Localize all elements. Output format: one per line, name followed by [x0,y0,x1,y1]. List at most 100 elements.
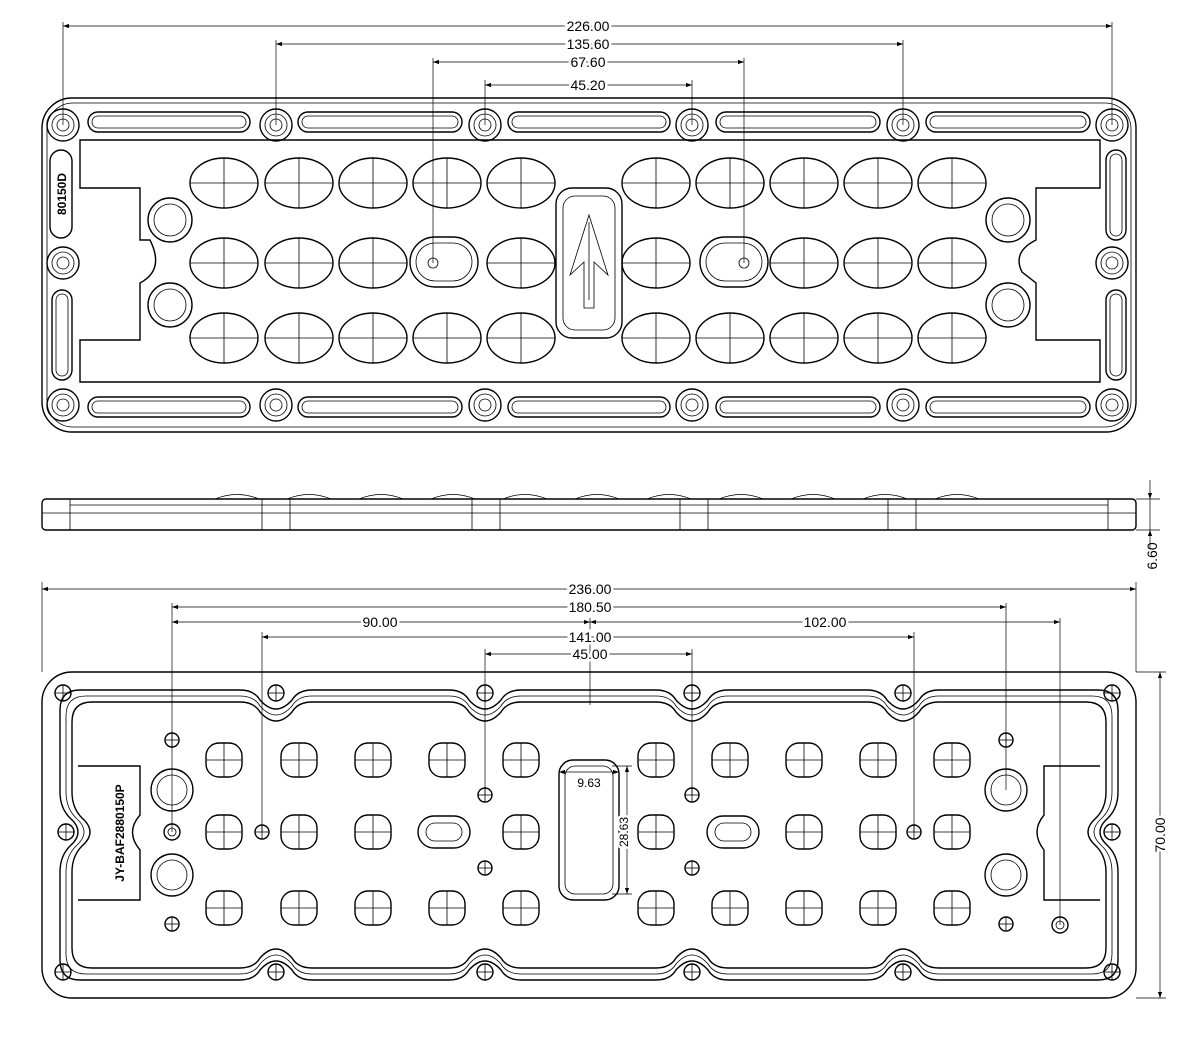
mounting-hole [1095,246,1129,280]
lens [769,237,839,289]
slot [1105,149,1127,241]
slot [925,111,1091,133]
lens [843,157,913,209]
slot [87,396,251,418]
mounting-hole [57,823,75,841]
lens [917,157,987,209]
lens [621,157,691,209]
lens [711,742,749,778]
side-dimension: 6.60 [1136,480,1160,570]
dim-28-63: 28.63 [617,817,631,847]
lens [637,742,675,778]
slot [297,396,463,418]
lens [264,237,334,289]
small-hole [998,916,1014,932]
mounting-hole [1103,684,1121,702]
lens [354,742,392,778]
lens [205,890,243,926]
bottom-dimensions: 236.00 180.50 90.00 102.00 141.00 45.00 … [41,579,1171,999]
bottom-view: JY-BAF2880150P [41,671,1137,999]
lens [933,814,971,850]
lens [695,312,765,364]
lens [428,742,466,778]
lens-profile [358,494,404,500]
bottom-screw-bosses [417,815,760,849]
lens [637,814,675,850]
lens-profile [430,494,476,500]
dim-180: 180.50 [569,599,612,615]
dim-135: 135.60 [567,36,610,52]
top-view: 80150D [41,97,1137,433]
mounting-hole [54,684,72,702]
lens [354,814,392,850]
lens [785,890,823,926]
lens [486,157,556,209]
lens [621,237,691,289]
lens [264,312,334,364]
slot [715,396,881,418]
dim-70: 70.00 [1152,817,1168,852]
lens [859,742,897,778]
lens [189,157,259,209]
lens [695,157,765,209]
lens [917,237,987,289]
lens [280,814,318,850]
top-dimensions: 226.00 135.60 67.60 45.20 [62,16,1113,263]
lens [189,237,259,289]
top-lens-array [189,157,987,364]
dim-141: 141.00 [569,629,612,645]
lens [205,814,243,850]
mounting-hole [267,963,285,981]
lens-profile [718,494,764,500]
small-hole [164,916,180,932]
lens [859,814,897,850]
lens [917,312,987,364]
direction-arrow-icon [555,187,623,339]
top-locating-bosses [147,197,1031,328]
lens [486,237,556,289]
lens [859,890,897,926]
lens [769,157,839,209]
dim-9-63: 9.63 [577,776,601,790]
gasket-outline [65,695,1113,975]
lens [637,890,675,926]
slot [51,289,73,381]
lens [769,312,839,364]
lens [338,157,408,209]
dim-67: 67.60 [570,54,605,70]
lens [933,890,971,926]
lens-profile [790,494,836,500]
lens [412,312,482,364]
lens [711,890,749,926]
bottom-engraving: JY-BAF2880150P [113,784,127,881]
lens [785,814,823,850]
lens-profile [646,494,692,500]
slot [925,396,1091,418]
svg-text:80150D: 80150D [55,173,69,215]
mounting-hole [1103,823,1121,841]
dim-45: 45.00 [572,646,607,662]
slot [507,111,671,133]
bottom-lens-array [205,742,971,926]
lens [354,890,392,926]
lens [412,157,482,209]
gasket-outline [71,701,1107,969]
gasket-outline [59,689,1119,981]
slot [87,111,251,133]
lens [843,312,913,364]
mounting-hole [468,388,502,422]
dim-102: 102.00 [804,614,847,630]
mounting-hole [46,388,80,422]
lens [785,742,823,778]
lens-profile [214,494,260,500]
dim-226: 226.00 [567,18,610,34]
mounting-hole [267,684,285,702]
lens-profile [862,494,908,500]
mounting-hole [1095,388,1129,422]
mounting-hole [675,388,709,422]
mounting-hole [894,684,912,702]
slot [297,111,463,133]
top-screw-holes [409,236,769,288]
lens [502,890,540,926]
small-hole [684,860,700,876]
